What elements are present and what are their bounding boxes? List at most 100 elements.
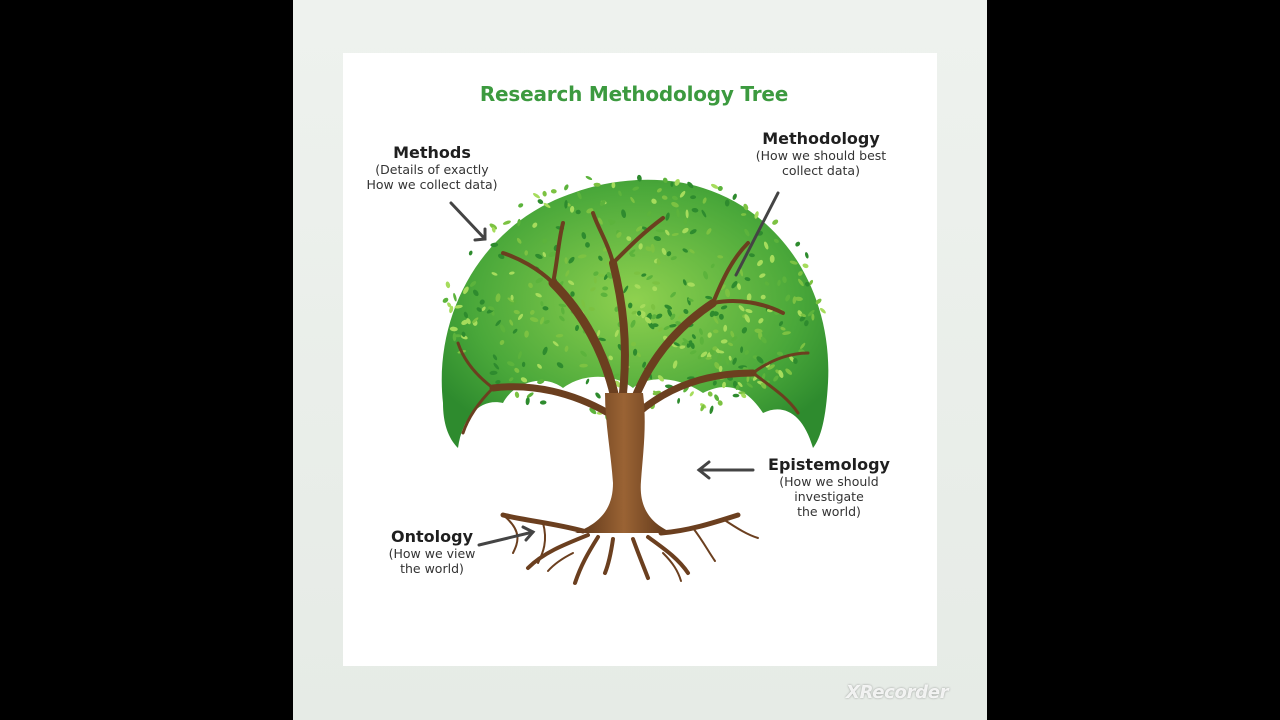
ontology-heading: Ontology (391, 527, 473, 546)
leaf-mark (663, 325, 670, 331)
leaf-mark (714, 394, 720, 402)
leaf-mark (461, 319, 468, 326)
leaf-mark (491, 272, 498, 276)
leaf-mark (529, 317, 539, 323)
leaf-mark (724, 199, 730, 207)
leaf-mark (528, 282, 533, 289)
leaf-mark (652, 286, 658, 292)
leaf-mark (568, 280, 575, 286)
leaf-mark (646, 275, 653, 281)
leaf-mark (760, 336, 767, 344)
leaf-mark (508, 271, 515, 275)
leaf-mark (479, 299, 485, 305)
leaf-mark (481, 306, 486, 312)
leaf-mark (500, 324, 506, 333)
leaf-mark (449, 305, 454, 314)
ontology-label: Ontology (How we view the world) (375, 527, 489, 576)
leaf-mark (597, 329, 601, 337)
leaf-mark (630, 319, 636, 328)
leaf-mark (724, 288, 731, 298)
leaf-mark (798, 278, 804, 287)
leaf-mark (722, 381, 726, 389)
leaf-mark (760, 294, 766, 300)
leaf-mark (613, 373, 620, 377)
leaf-mark (689, 229, 697, 235)
methods-arrow (449, 201, 487, 241)
leaf-mark (570, 291, 575, 297)
leaf-mark (731, 336, 738, 341)
leaf-mark (720, 339, 728, 344)
leaf-mark (499, 339, 505, 346)
leaf-mark (575, 324, 579, 332)
leaf-mark (634, 284, 641, 289)
leaf-mark (800, 342, 806, 349)
leaf-mark (552, 341, 559, 347)
leaf-mark (524, 250, 529, 256)
methodology-label: Methodology (How we should best collect … (736, 129, 906, 178)
leaf-mark (657, 375, 664, 382)
leaf-mark (520, 377, 528, 383)
leaf-mark (691, 207, 699, 213)
leaf-mark (514, 367, 520, 373)
leaf-mark (658, 327, 663, 332)
leaf-mark (542, 190, 547, 197)
leaf-mark (555, 333, 564, 338)
leaf-mark (687, 282, 695, 287)
leaf-mark (449, 326, 458, 332)
leaf-mark (710, 183, 719, 189)
leaf-mark (627, 302, 633, 309)
leaf-mark (714, 361, 720, 370)
leaf-mark (740, 346, 744, 353)
tree-branches (456, 211, 810, 435)
leaf-mark (705, 295, 713, 300)
leaf-mark (490, 242, 499, 248)
leaf-mark (542, 346, 548, 356)
leaf-mark (537, 199, 544, 205)
leaf-mark (590, 287, 596, 292)
methodology-heading: Methodology (762, 129, 880, 148)
leaf-mark (495, 380, 501, 384)
leaf-mark (767, 364, 775, 370)
leaf-mark (502, 220, 511, 225)
leaf-mark (581, 299, 586, 308)
leaf-mark (532, 193, 541, 199)
leaf-mark (716, 350, 725, 354)
leaf-mark (808, 279, 814, 286)
leaf-mark (785, 294, 791, 302)
leaf-mark (700, 404, 705, 412)
leaf-mark (544, 319, 550, 325)
leaf-mark (670, 313, 676, 320)
recorder-watermark: XRecorder (846, 682, 949, 703)
leaf-mark (488, 306, 495, 311)
leaf-mark (687, 298, 694, 302)
leaf-mark (637, 174, 642, 182)
leaf-mark (539, 316, 545, 325)
leaf-mark (602, 286, 609, 291)
leaf-mark (745, 308, 753, 314)
leaf-mark (802, 263, 809, 269)
leaf-mark (550, 189, 557, 194)
leaf-mark (564, 345, 569, 352)
leaf-mark (671, 195, 678, 201)
leaf-mark (777, 279, 781, 287)
leaf-mark (740, 213, 747, 216)
leaf-mark (517, 313, 524, 321)
leaf-mark (776, 351, 784, 356)
leaf-mark (690, 195, 697, 200)
leaf-mark (737, 283, 741, 290)
leaf-mark (717, 400, 723, 406)
leaf-mark (794, 296, 803, 302)
leaf-mark (600, 292, 608, 298)
leaf-mark (804, 281, 810, 287)
leaf-mark (525, 397, 530, 406)
leaf-mark (713, 316, 719, 324)
leaf-mark (639, 304, 646, 309)
leaf-mark (646, 210, 652, 217)
leaf-mark (509, 319, 514, 326)
label-arrows (449, 191, 780, 547)
leaf-mark (489, 370, 498, 376)
leaf-mark (717, 186, 723, 191)
leaf-mark (526, 392, 534, 398)
leaf-mark (673, 342, 680, 347)
leaf-mark (707, 391, 713, 397)
